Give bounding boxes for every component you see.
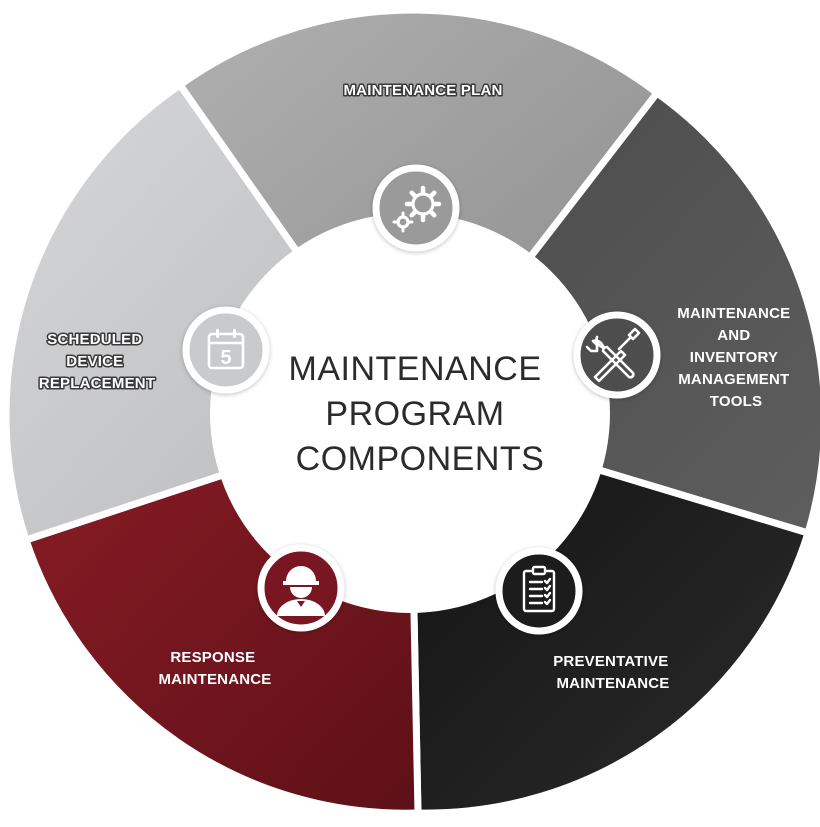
label-management-tools: MAINTENANCE AND INVENTORY MANAGEMENT TOO… (677, 305, 794, 410)
worker-hardhat-icon (257, 544, 345, 632)
label-maintenance-plan: MAINTENANCE PLAN (343, 82, 502, 99)
calendar-icon: 5 (182, 306, 270, 394)
center-title-line-3: COMPONENTS (296, 440, 545, 478)
calendar-day-number: 5 (220, 347, 231, 369)
center-circle (210, 213, 610, 613)
center-title: MAINTENANCE PROGRAM COMPONENTS (289, 350, 552, 478)
clipboard-checklist-icon (495, 547, 583, 635)
gears-icon (372, 164, 460, 252)
label-scheduled-replacement: SCHEDULED DEVICE REPLACEMENT (39, 331, 155, 392)
center-title-line-1: MAINTENANCE (289, 350, 542, 388)
wrench-screwdriver-icon (573, 311, 661, 399)
label-preventative-maintenance: PREVENTATIVE MAINTENANCE (553, 653, 673, 692)
center-title-line-2: PROGRAM (325, 395, 504, 433)
label-response-maintenance: RESPONSE MAINTENANCE (158, 649, 271, 688)
